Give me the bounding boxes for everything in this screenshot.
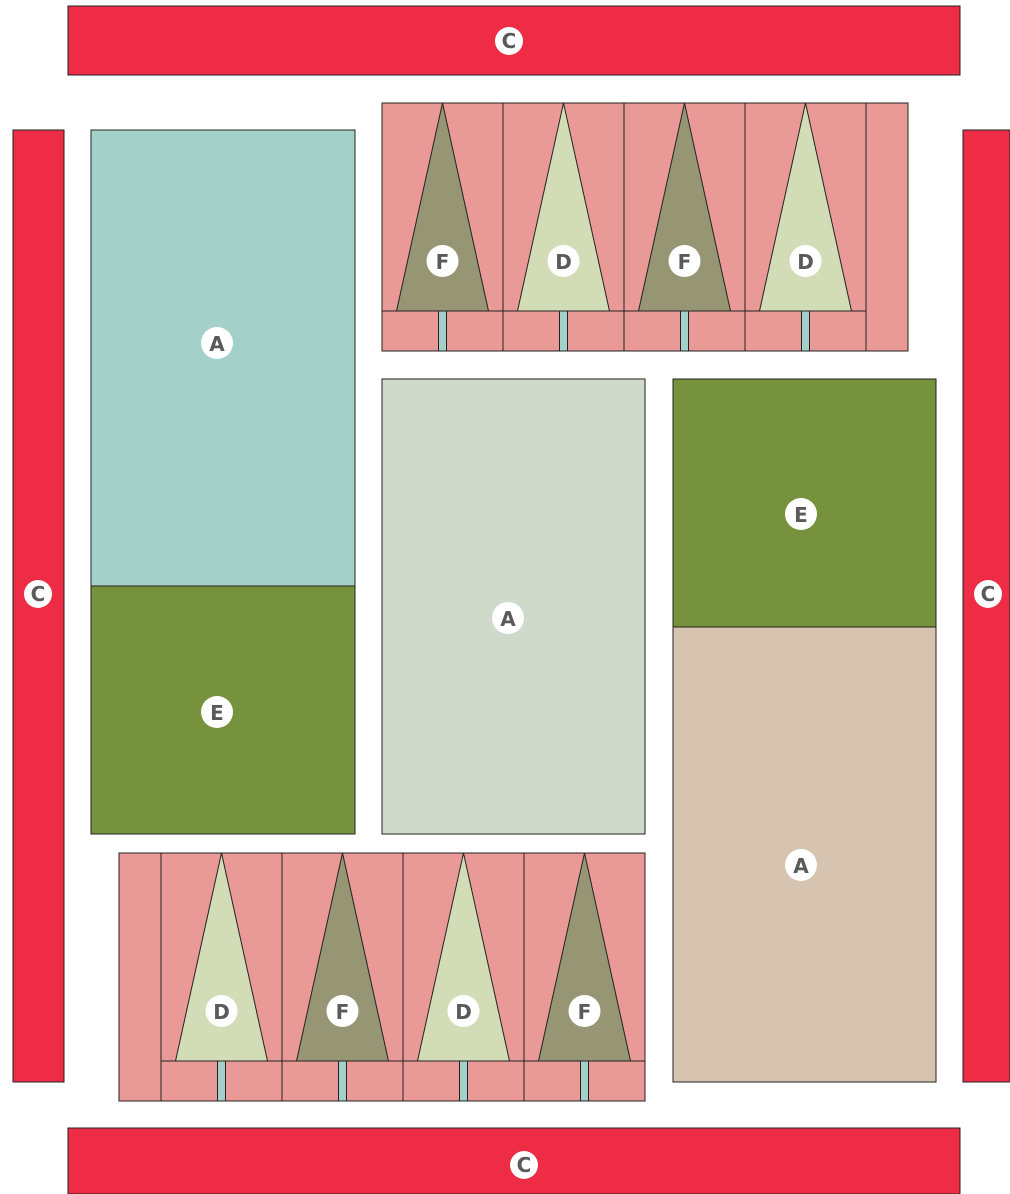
tree-trunk [802, 311, 810, 351]
border-bottom: C [68, 1128, 960, 1194]
border-bottom-label: C [517, 1153, 532, 1177]
border-left: C [13, 130, 64, 1082]
tree-trunk [218, 1061, 226, 1101]
tree-label: F [336, 1000, 350, 1024]
tree-trunk [439, 311, 447, 351]
border-right: C [963, 130, 1010, 1082]
tree-label: D [555, 250, 572, 274]
tree-label: D [213, 1000, 230, 1024]
tree-label: F [678, 250, 692, 274]
tree-trunk [681, 311, 689, 351]
block-right-upper-label: E [794, 503, 808, 527]
border-left-label: C [31, 582, 46, 606]
block-right-upper: E [673, 379, 936, 627]
block-right-lower-label: A [793, 854, 809, 878]
tree-trunk [560, 311, 568, 351]
border-top: C [68, 6, 960, 75]
block-left-lower-label: E [210, 701, 224, 725]
block-center-label: A [500, 607, 516, 631]
tree-trunk [581, 1061, 589, 1101]
block-right-lower: A [673, 627, 936, 1082]
block-left-upper-label: A [209, 332, 225, 356]
border-right-label: C [981, 582, 996, 606]
tree-trunk [339, 1061, 347, 1101]
tree-trunk [460, 1061, 468, 1101]
block-center: A [382, 379, 645, 834]
tree-label: D [455, 1000, 472, 1024]
tree-label: D [797, 250, 814, 274]
block-left-lower: E [91, 586, 355, 834]
border-top-label: C [502, 29, 517, 53]
block-left-upper: A [91, 130, 355, 586]
tree-label: F [436, 250, 450, 274]
tree-label: F [578, 1000, 592, 1024]
